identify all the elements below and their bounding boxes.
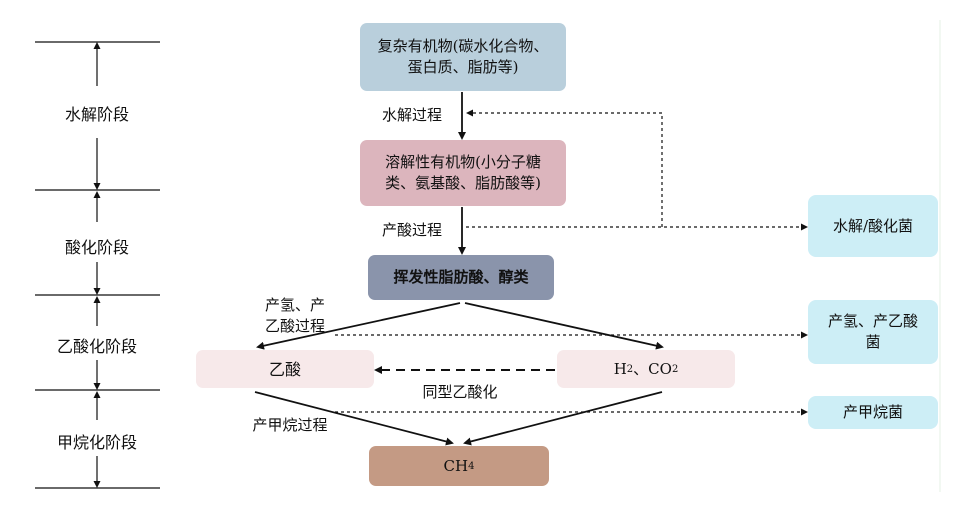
microbe-acetogenic-line2: 菌 xyxy=(865,333,881,351)
microbe-connectors xyxy=(335,109,808,416)
node-complex-organics-line1: 复杂有机物(碳水化合物、 xyxy=(377,37,549,55)
node-ch4-label: CH xyxy=(443,456,469,475)
label-acidogenesis-process: 产酸过程 xyxy=(381,221,442,239)
label-hydrolysis-process: 水解过程 xyxy=(381,106,442,124)
node-h2-co2-h: H xyxy=(613,359,627,378)
stage-hydrolysis: 水解阶段 xyxy=(64,105,129,124)
microbe-acetogenic: 产氢、产乙酸 菌 xyxy=(808,300,938,364)
stage-methanogenesis: 甲烷化阶段 xyxy=(56,433,137,452)
node-soluble-organics: 溶解性有机物(小分子糖 类、氨基酸、脂肪酸等) xyxy=(360,140,566,206)
stage-acidification: 酸化阶段 xyxy=(64,238,129,257)
label-acetogenesis-process: 产氢、产 乙酸过程 xyxy=(250,295,340,337)
microbe-methanogenic: 产甲烷菌 xyxy=(808,396,938,429)
node-soluble-organics-line2: 类、氨基酸、脂肪酸等) xyxy=(385,174,541,192)
arrow-acetic-to-ch4 xyxy=(254,391,454,446)
label-acetogenesis-line2: 乙酸过程 xyxy=(264,317,325,335)
node-acetic-acid: 乙酸 xyxy=(196,350,374,388)
connector-hydrolytic-to-hydrolysis xyxy=(466,109,663,227)
node-ch4-sub: 4 xyxy=(468,460,475,472)
node-vfa: 挥发性脂肪酸、醇类 xyxy=(368,255,554,300)
node-h2-co2-sub1: 2 xyxy=(626,363,634,375)
node-complex-organics-line2: 蛋白质、脂肪等) xyxy=(407,58,519,76)
arrow-vfa-to-acetic xyxy=(256,302,461,350)
node-h2-co2-sub2: 2 xyxy=(671,363,679,375)
stage-divider-lines xyxy=(35,41,160,489)
label-homoacetogenesis: 同型乙酸化 xyxy=(422,383,498,401)
microbe-hydrolytic-acidogenic: 水解/酸化菌 xyxy=(808,195,938,257)
node-complex-organics: 复杂有机物(碳水化合物、 蛋白质、脂肪等) xyxy=(360,23,566,91)
label-acetogenesis-line1: 产氢、产 xyxy=(264,296,325,314)
microbe-acetogenic-line1: 产氢、产乙酸 xyxy=(827,312,918,330)
node-soluble-organics-line1: 溶解性有机物(小分子糖 xyxy=(385,153,541,171)
arrow-h2co2-to-ch4 xyxy=(463,391,663,446)
node-h2-co2-mid: 、CO xyxy=(633,359,672,378)
label-methanogenesis-process: 产甲烷过程 xyxy=(252,416,328,434)
arrow-vfa-to-h2co2 xyxy=(464,302,664,350)
stage-acetogenesis: 乙酸化阶段 xyxy=(56,337,137,356)
